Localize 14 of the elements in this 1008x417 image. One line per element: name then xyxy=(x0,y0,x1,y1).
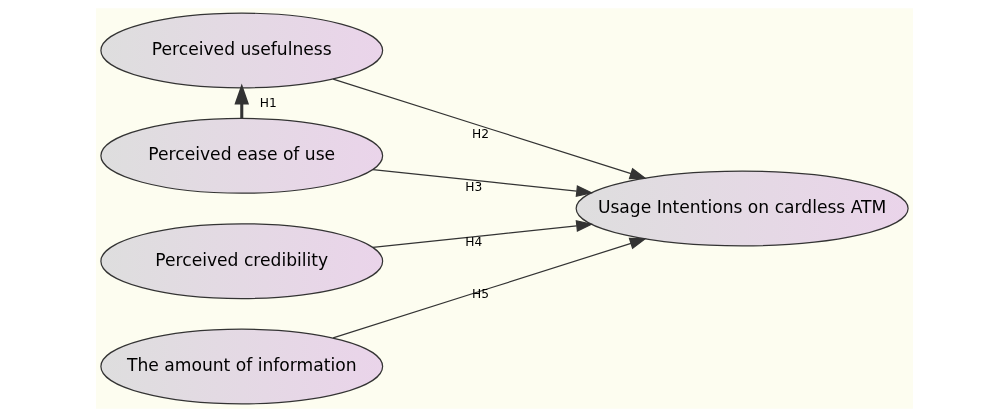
edge-label: H2 xyxy=(471,127,489,142)
node-ellipse: Perceived credibility xyxy=(99,223,383,300)
arrow xyxy=(371,168,593,198)
edge-label: H4 xyxy=(464,234,482,249)
node-ellipse: The amount of information xyxy=(99,328,383,405)
arrow xyxy=(371,219,593,249)
arrow xyxy=(332,78,647,180)
edge-label: H3 xyxy=(464,179,482,194)
node-ellipse: Perceived ease of use xyxy=(99,117,383,194)
node-ellipse: Perceived usefulness xyxy=(99,12,383,89)
edge-label: H1 xyxy=(259,95,277,110)
edge-label: H5 xyxy=(471,287,489,302)
arrow xyxy=(233,83,249,119)
arrow xyxy=(332,237,647,339)
